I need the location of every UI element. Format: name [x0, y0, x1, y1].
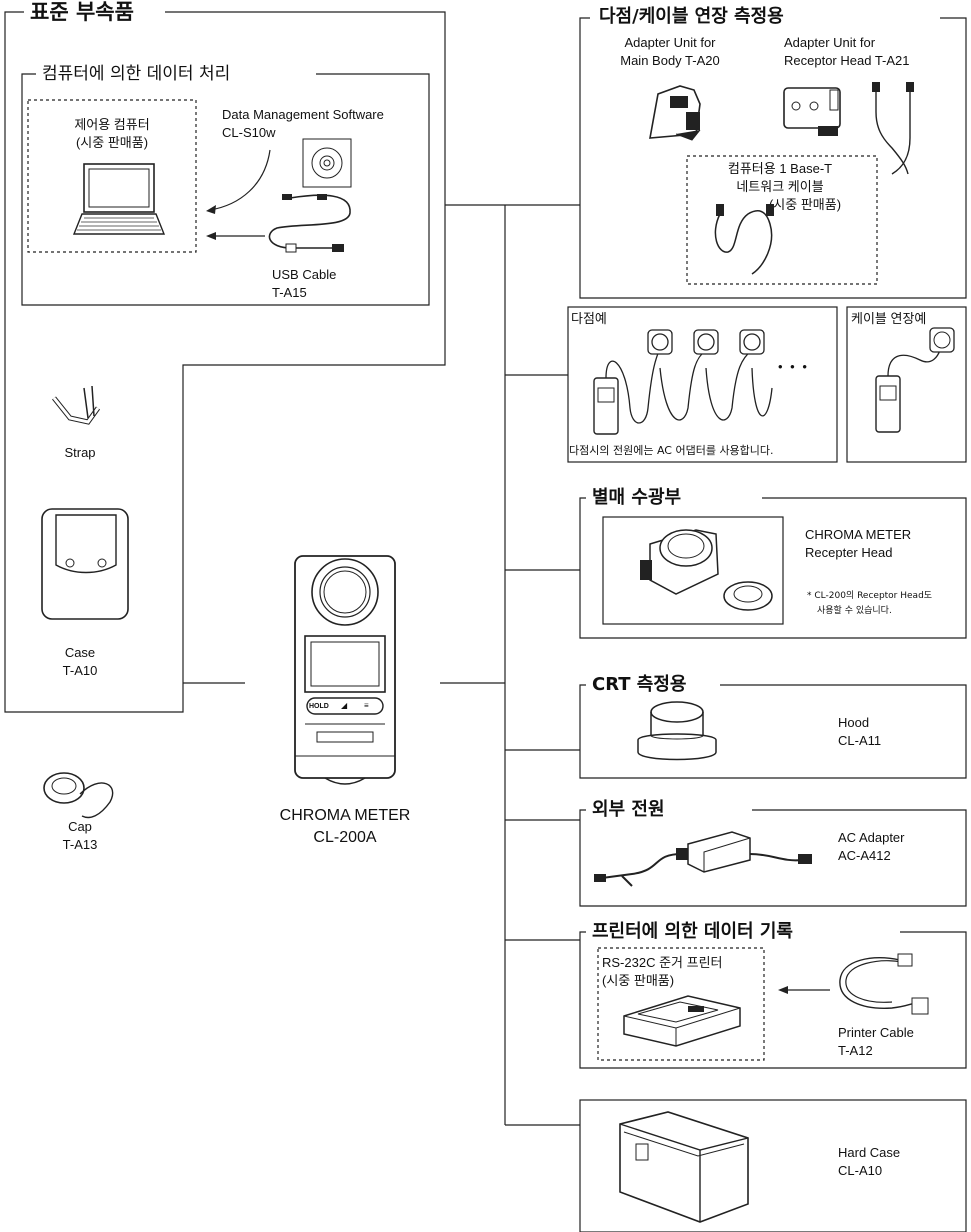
pc-label: 제어용 컴퓨터 (시중 판매품) [32, 116, 192, 152]
adapter-receptor-label-line2: Receptor Head T-A21 [784, 52, 910, 70]
strap-label: Strap [40, 444, 120, 462]
adapter-main-label-line2: Main Body T-A20 [610, 52, 730, 70]
adapter-main-label-line1: Adapter Unit for [610, 34, 730, 52]
case-icon [36, 505, 136, 623]
main-unit-label: CHROMA METER CL-200A [240, 805, 450, 849]
hard-case-label-line1: Hard Case [838, 1144, 900, 1162]
main-unit-label-line2: CL-200A [240, 827, 450, 849]
meter-mode-button: ◢ [341, 699, 347, 713]
strap-icon [48, 378, 108, 430]
receptor-head-note-line2: 사용할 수 있습니다. [807, 604, 932, 619]
printer-label-line2: (시중 판매품) [602, 972, 723, 990]
receptor-head-note-line1: * CL-200의 Receptor Head도 [807, 589, 932, 604]
cap-label: Cap T-A13 [40, 818, 120, 854]
cap-icon [40, 764, 136, 824]
power-title: 외부 전원 [586, 801, 671, 819]
hood-label-line2: CL-A11 [838, 732, 881, 750]
ac-adapter-label-line1: AC Adapter [838, 829, 905, 847]
software-label-line1: Data Management Software [222, 106, 384, 124]
receptor-head-label-line1: CHROMA METER [805, 526, 911, 544]
receptor-head-icon [636, 524, 776, 620]
cable-ext-diagram-icon [870, 326, 964, 436]
chroma-meter-icon [285, 548, 405, 788]
multipoint-diagram-icon [576, 328, 836, 440]
standard-accessories-title: 표준 부속품 [24, 2, 140, 23]
case-label-line2: T-A10 [40, 662, 120, 680]
printer-label: RS-232C 준거 프린터 (시중 판매품) [602, 954, 723, 990]
usb-cable-label-line2: T-A15 [272, 284, 336, 302]
hard-case-label: Hard Case CL-A10 [838, 1144, 900, 1180]
cap-label-line1: Cap [40, 818, 120, 836]
receptor-head-note: * CL-200의 Receptor Head도 사용할 수 있습니다. [807, 589, 932, 619]
adapter-receptor-icon [780, 80, 860, 142]
network-cable-label-line1: 컴퓨터용 1 Base-T [695, 160, 865, 178]
printer-cable-label-line2: T-A12 [838, 1042, 914, 1060]
crt-title: CRT 측정용 [586, 676, 693, 694]
adapter-cable-icon [862, 78, 922, 178]
hood-label: Hood CL-A11 [838, 714, 881, 750]
case-label-line1: Case [40, 644, 120, 662]
receptor-head-label: CHROMA METER Recepter Head [805, 526, 911, 562]
adapter-receptor-label-line1: Adapter Unit for [784, 34, 910, 52]
printer-label-line1: RS-232C 준거 프린터 [602, 954, 723, 972]
adapter-receptor-label: Adapter Unit for Receptor Head T-A21 [784, 34, 910, 70]
main-unit-label-line1: CHROMA METER [240, 805, 450, 827]
printer-title: 프린터에 의한 데이터 기록 [586, 923, 799, 941]
meter-menu-button: ≡ [364, 699, 369, 713]
case-label: Case T-A10 [40, 644, 120, 680]
receptor-head-label-line2: Recepter Head [805, 544, 911, 562]
multipoint-note: 다점시의 전원에는 AC 어댑터를 사용합니다. [569, 442, 774, 458]
network-cable-icon [708, 194, 788, 280]
receptor-head-title: 별매 수광부 [586, 489, 687, 507]
pc-label-line2: (시중 판매품) [32, 134, 192, 152]
adapter-main-label: Adapter Unit for Main Body T-A20 [610, 34, 730, 70]
hard-case-label-line2: CL-A10 [838, 1162, 900, 1180]
hard-case-icon [610, 1104, 760, 1230]
pc-section-title: 컴퓨터에 의한 데이터 처리 [36, 66, 236, 83]
hood-label-line1: Hood [838, 714, 881, 732]
usb-cable-label-line1: USB Cable [272, 266, 336, 284]
usb-cable-label: USB Cable T-A15 [272, 266, 336, 302]
meter-hold-button: HOLD [309, 700, 329, 714]
ac-adapter-label: AC Adapter AC-A412 [838, 829, 905, 865]
cap-label-line2: T-A13 [40, 836, 120, 854]
printer-icon [618, 990, 748, 1050]
multipoint-ellipsis: • • • [778, 358, 809, 376]
hood-icon [632, 698, 722, 768]
usb-cable-icon [262, 188, 372, 258]
multi-ext-title: 다점/케이블 연장 측정용 [593, 8, 790, 26]
laptop-icon [72, 160, 168, 242]
pc-label-line1: 제어용 컴퓨터 [32, 116, 192, 134]
printer-cable-label-line1: Printer Cable [838, 1024, 914, 1042]
cd-disc-icon [300, 136, 354, 190]
printer-cable-label: Printer Cable T-A12 [838, 1024, 914, 1060]
ac-adapter-icon [592, 824, 832, 900]
multipoint-title: 다점예 [571, 310, 607, 328]
adapter-main-icon [640, 78, 712, 144]
ac-adapter-label-line2: AC-A412 [838, 847, 905, 865]
